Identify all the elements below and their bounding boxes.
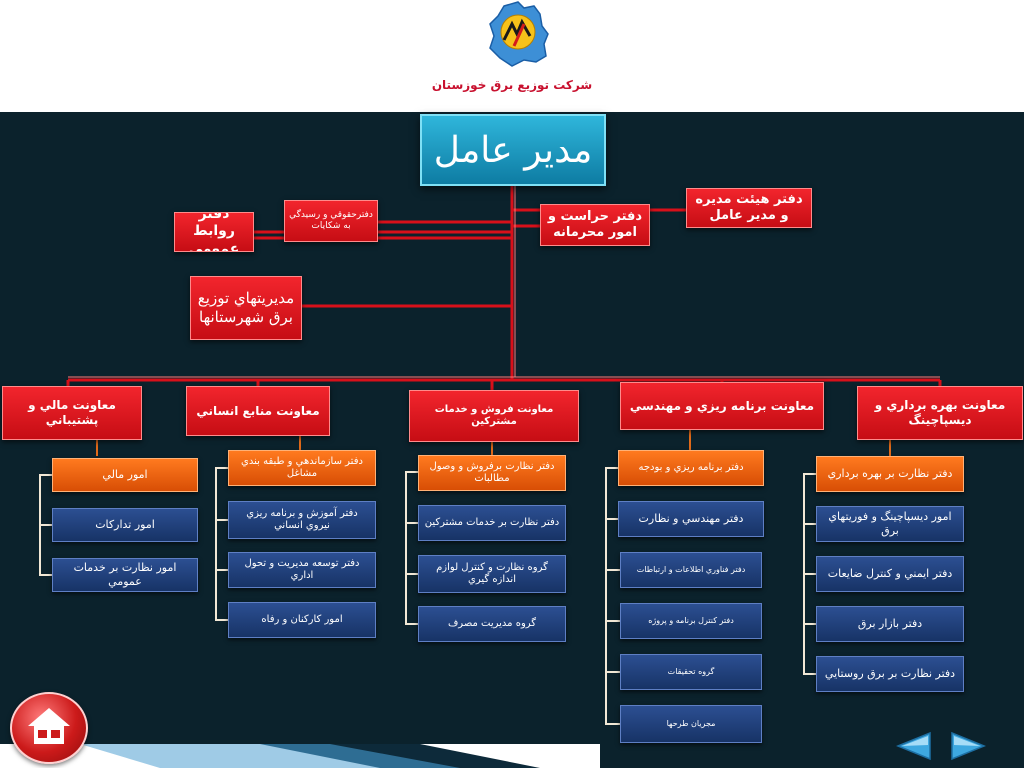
- dept-item: دفتر مهندسي و نظارت: [618, 501, 764, 537]
- dept-item: گروه نظارت و كنترل لوازم اندازه گيري: [418, 555, 566, 593]
- board-office-box: دفتر هيئت مديره و مدير عامل: [686, 188, 812, 228]
- city-managements-box: مديريتهاي توزيع برق شهرستانها: [190, 276, 302, 340]
- dept-item: دفتر فناوري اطلاعات و ارتباطات: [620, 552, 762, 588]
- dept-title: معاونت منابع انساني: [186, 386, 330, 436]
- prev-slide-button[interactable]: [896, 730, 934, 762]
- header: شركت توزيع برق خوزستان: [0, 0, 1024, 112]
- dept-item: گروه مديريت مصرف: [418, 606, 566, 642]
- dept-item: دفتر نظارت بر برق روستايي: [816, 656, 964, 692]
- security-office-box: دفتر حراست و امور محرمانه: [540, 204, 650, 246]
- arrow-right-icon: [951, 731, 986, 761]
- dept-title: معاونت بهره برداري و ديسپاچينگ: [857, 386, 1023, 440]
- legal-office-box: دفترحقوقي و رسيدگي به شكايات: [284, 200, 378, 242]
- dept-item: دفتر كنترل برنامه و پروژه: [620, 603, 762, 639]
- arrow-left-icon: [896, 731, 931, 761]
- dept-item: دفتر بازار برق: [816, 606, 964, 642]
- dept-item: دفتر توسعه مديريت و تحول اداري: [228, 552, 376, 588]
- home-button[interactable]: [10, 692, 88, 764]
- dept-item: دفتر برنامه ريزي و بودجه: [618, 450, 764, 486]
- dept-item: امور مالي: [52, 458, 198, 492]
- decorative-stripe: [0, 744, 600, 768]
- dept-item: دفتر آموزش و برنامه ريزي نيروي انساني: [228, 501, 376, 539]
- ceo-box: مدير عامل: [420, 114, 606, 186]
- dept-item: امور نظارت بر خدمات عمومي: [52, 558, 198, 592]
- dept-item: مجريان طرحها: [620, 705, 762, 743]
- dept-title: معاونت برنامه ريزي و مهندسي: [620, 382, 824, 430]
- dept-title: معاونت فروش و خدمات مشتركين: [409, 390, 579, 442]
- company-logo: [489, 1, 549, 67]
- dept-item: دفتر نظارت برفروش و وصول مطالبات: [418, 455, 566, 491]
- home-icon: [28, 708, 70, 744]
- dept-item: امور تداركات: [52, 508, 198, 542]
- dept-item: امور كاركنان و رفاه: [228, 602, 376, 638]
- dept-item: دفتر نظارت بر بهره برداري: [816, 456, 964, 492]
- next-slide-button[interactable]: [948, 730, 986, 762]
- company-name: شركت توزيع برق خوزستان: [431, 78, 593, 92]
- dept-title: معاونت مالي و پشتيباني: [2, 386, 142, 440]
- dept-item: دفتر سازماندهي و طبقه بندي مشاغل: [228, 450, 376, 486]
- dept-item: گروه تحقيقات: [620, 654, 762, 690]
- dept-item: دفتر نظارت بر خدمات مشتركين: [418, 505, 566, 541]
- public-relations-box: دفتر روابط عمومي: [174, 212, 254, 252]
- dept-item: امور ديسپاچينگ و فوريتهاي برق: [816, 506, 964, 542]
- dept-item: دفتر ايمني و كنترل ضايعات: [816, 556, 964, 592]
